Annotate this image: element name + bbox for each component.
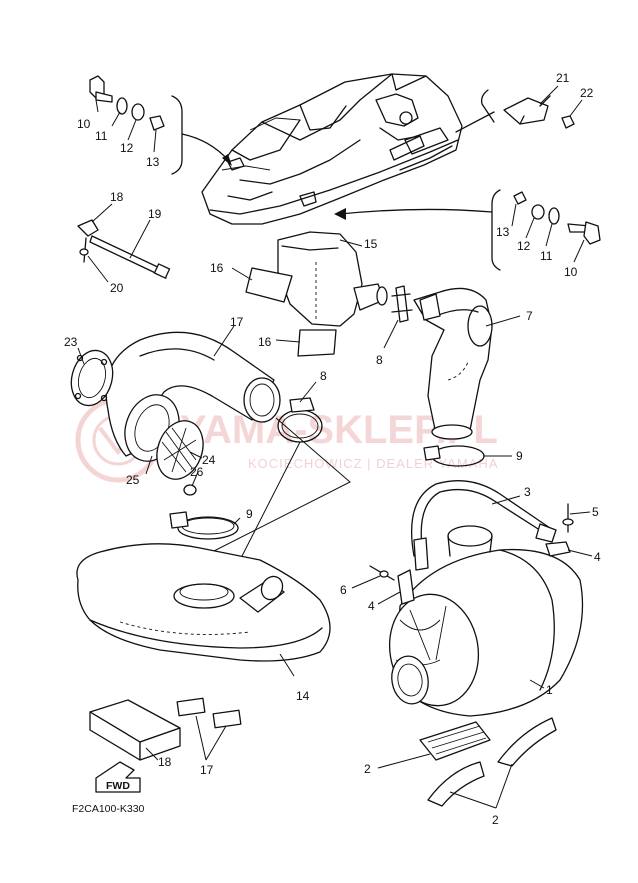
part-17-sticker-a [176,697,206,717]
callout-14: 14 [296,689,310,703]
callout-28: 26 [190,465,204,479]
callout-10-right: 10 [564,265,578,279]
callout-5-left: 6 [340,583,347,597]
part-11-washer-left [116,97,128,115]
part-9-clamp [169,511,239,540]
part-13-clip-left [149,115,165,131]
part-20-clamp [77,219,99,237]
callout-25: 23 [64,335,78,349]
fwd-arrow-icon: FWD [95,761,141,793]
part-18-foam-block [89,699,181,761]
callout-13-right: 13 [496,225,510,239]
part-4-bracket-left [397,569,415,605]
diagram-code: F2CA100-K330 [72,803,145,815]
callout-26: 24 [202,453,216,467]
arrow-right-top [455,111,495,133]
part-12-nut-left [131,103,145,121]
callout-20: 18 [110,190,124,204]
callout-6: 7 [526,309,533,323]
part-24-nut [561,115,575,129]
callout-16-lower: 16 [258,335,272,349]
bracket-left [171,95,183,175]
part-23-bracket [503,97,549,125]
fwd-label: FWD [106,780,130,792]
part-13-clip-right [513,191,527,205]
callout-11-right: 11 [540,249,553,263]
callout-18: 18 [158,755,172,769]
callout-12: 12 [120,141,134,155]
bracket-right-mid [491,189,501,271]
callout-9: 9 [246,507,253,521]
callout-23: 21 [556,71,570,85]
callout-1: 1 [546,683,553,697]
callout-22: 20 [110,281,124,295]
part-12-nut-right [531,204,545,220]
callout-11: 11 [95,129,108,143]
callout-15: 15 [364,237,378,251]
callout-5-right: 5 [592,505,599,519]
leader-lines [77,85,593,809]
watercraft-illustration [201,73,463,225]
part-16-sticker-b [297,329,337,357]
callout-16-upper: 16 [210,261,224,275]
arrow-head-right [334,208,346,220]
part-1-muffler [388,525,584,717]
arrow-right-to-craft [339,208,493,215]
part-6-elbow-hose [413,287,493,440]
part-17-sticker-b [212,709,242,729]
callout-21: 19 [148,207,162,221]
callout-4-left: 4 [368,599,375,613]
arrow-left-to-craft [181,133,229,161]
callout-2-upper: 2 [364,762,371,776]
callout-19: 17 [230,315,244,329]
part-10-bolt-left [89,75,113,103]
connection-line-b [239,441,301,561]
part-4-bracket-right [545,541,571,557]
part-25-flange-ring [70,349,114,407]
callout-2-lower: 2 [492,813,499,827]
callout-27: 25 [126,473,140,487]
callout-8-upper: 8 [320,369,327,383]
callout-24: 22 [580,86,594,100]
watermark-sub-text: KOCIECHOWICZ | DEALER YAMAHA [248,456,499,471]
part-10-bolt-right [567,221,601,245]
callout-8-lower: 9 [516,449,523,463]
part-3-strap [411,480,557,571]
part-16-sticker-a [245,267,293,303]
part-28-nut [183,484,197,496]
callout-4-right: 4 [594,550,601,564]
part-2-pads [419,717,557,807]
bracket-right-top [480,89,495,123]
arrow-head-left [222,154,232,166]
callout-10: 10 [77,117,91,131]
callout-17: 17 [200,763,214,777]
callout-numbers: 10 11 12 13 21 22 13 12 11 10 18 19 20 1… [64,71,601,827]
part-11-washer-right [548,207,560,225]
callout-12-right: 12 [517,239,531,253]
callout-7: 8 [376,353,383,367]
part-14-chamber [76,543,331,662]
callout-13: 13 [146,155,160,169]
part-7-connector [391,285,413,323]
callout-3: 3 [524,485,531,499]
